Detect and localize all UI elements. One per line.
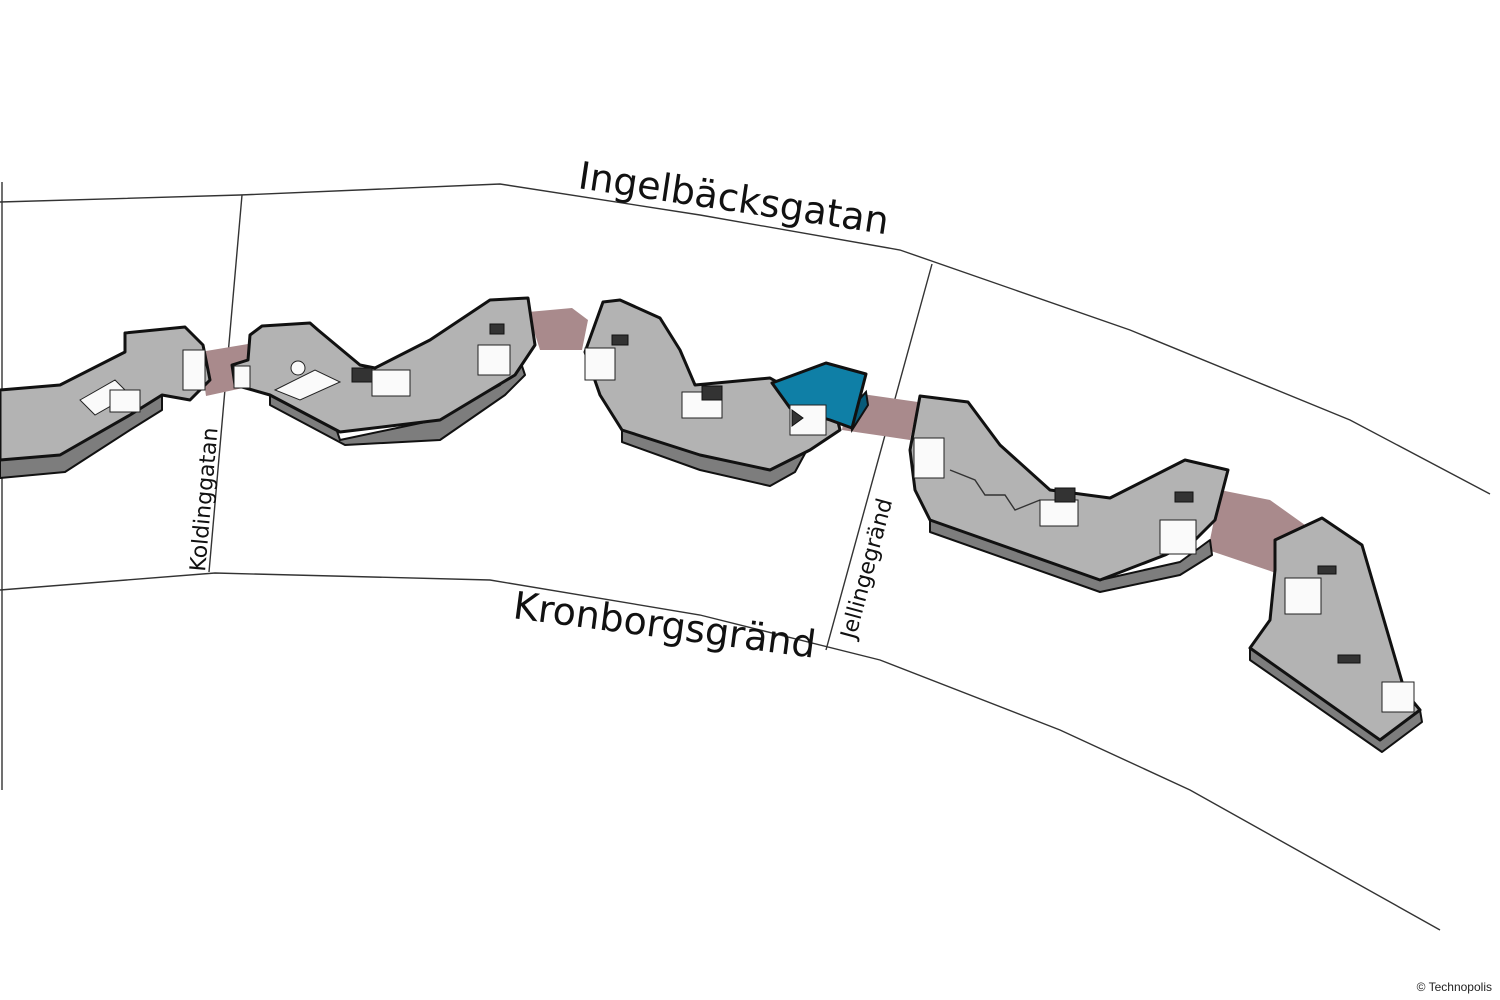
- building-2[interactable]: [230, 296, 537, 446]
- building-4-stair-west: [913, 437, 945, 479]
- connector-middle: [528, 308, 588, 350]
- building-3-roof: [583, 298, 842, 472]
- building-4-roof: [908, 394, 1230, 582]
- street-lines: [0, 182, 1491, 931]
- copyright-notice: © Technopolis: [1416, 980, 1492, 994]
- street-label-ingelbacksgatan: Ingelbäcksgatan: [576, 153, 892, 243]
- building-4-unit-a: [1039, 499, 1079, 527]
- building-4-side: [929, 519, 1213, 593]
- building-4-shaft-east: [1174, 491, 1194, 503]
- building-5-roof: [1248, 516, 1422, 742]
- building-5[interactable]: [1248, 516, 1423, 753]
- building-4-unit-b: [1159, 519, 1197, 555]
- kronborgsgrand-line: [0, 572, 1441, 931]
- jellingegrand-line: [825, 263, 933, 651]
- building-5-unit-b: [1381, 681, 1415, 713]
- building-2-unit-b: [477, 344, 511, 376]
- entrance-marker-icon: [791, 409, 804, 427]
- street-label-kronborgsgrand: Kronborgsgränd: [511, 583, 819, 666]
- street-label-koldinggatan: Koldinggatan: [186, 427, 223, 573]
- building-3-shaft: [611, 334, 629, 346]
- ingelbacksgatan-line: [0, 183, 1491, 495]
- building-4[interactable]: [908, 394, 1230, 593]
- building-5-unit-a: [1284, 577, 1322, 615]
- building-2-patio: [273, 369, 342, 401]
- building-1-unit: [109, 389, 141, 413]
- building-4-shaft: [1054, 487, 1076, 503]
- building-5-shaft-a: [1317, 565, 1337, 575]
- building-1-stair: [182, 349, 206, 391]
- building-2-round-feature: [290, 360, 306, 376]
- street-label-jellingegrand: Jellingegränd: [836, 496, 898, 644]
- building-1[interactable]: [0, 325, 212, 479]
- building-2-shaft: [351, 367, 373, 383]
- building-3[interactable]: [583, 298, 870, 487]
- building-4-stepped-edge: [949, 469, 1041, 511]
- building-2-unit-a: [371, 369, 411, 397]
- building-5-shaft-b: [1337, 654, 1361, 664]
- building-2-side: [269, 359, 526, 446]
- building-2-shaft-east: [489, 323, 505, 335]
- building-3-stair-west: [584, 347, 616, 381]
- building-3-shaft-b: [701, 385, 723, 401]
- building-2-stair-west: [233, 365, 251, 389]
